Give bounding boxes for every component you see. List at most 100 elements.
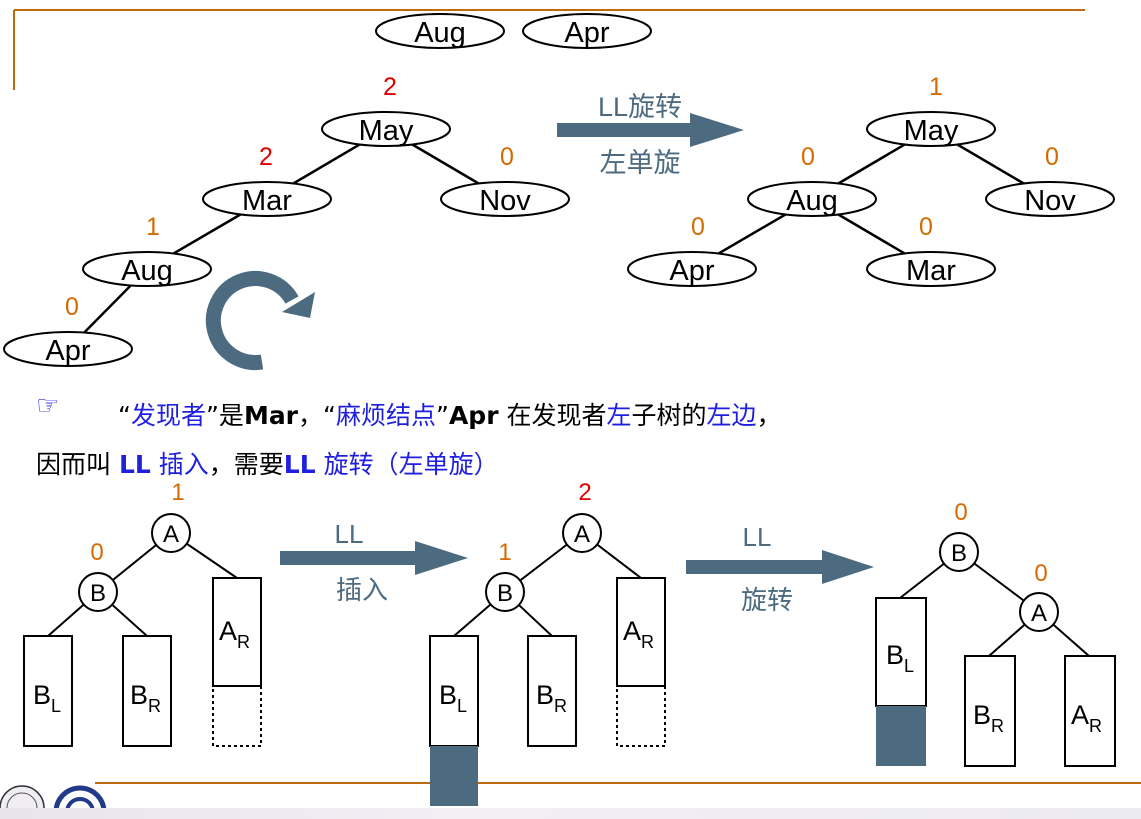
node-b-balance: 0 <box>90 539 103 566</box>
node-a <box>562 513 602 553</box>
balance-factor: 0 <box>65 293 79 321</box>
node-a <box>1019 592 1059 632</box>
inserted-level-block <box>430 746 478 806</box>
inserted-level-block <box>876 706 926 766</box>
tree-node-label: Aug <box>786 185 838 217</box>
node-b <box>78 572 118 612</box>
subtree-ar-label: AR <box>219 616 250 652</box>
tree-node-label: Nov <box>1024 185 1076 217</box>
finder-value: Mar <box>243 401 299 430</box>
top-key-aug-ellipse <box>375 13 505 49</box>
tree-node-label: Aug <box>121 255 173 287</box>
balance-factor: 2 <box>259 143 273 171</box>
tree-node-mar <box>866 251 996 287</box>
stage-before-insert <box>23 513 262 747</box>
node-a-balance: 1 <box>171 479 184 506</box>
general-ll-labels: A 1 B 0 BL BR AR LL 插入 A 2 B 1 BL BR AR … <box>33 479 1102 736</box>
node-b-label: B <box>90 580 106 607</box>
rotate-clockwise-icon <box>205 271 315 371</box>
node-b <box>939 532 979 572</box>
general-ll-case <box>23 513 1116 806</box>
subtree-br <box>527 635 577 747</box>
top-key-apr: Apr <box>564 17 609 49</box>
subtree-br <box>964 655 1016 767</box>
tree-node-label: Apr <box>45 335 90 367</box>
rotation-arrow: LL旋转 左单旋 <box>557 92 744 178</box>
tree-node-label: Apr <box>669 255 714 287</box>
top-key-apr-ellipse <box>522 13 652 49</box>
right-arrow-icon <box>280 541 468 575</box>
tree-node-apr <box>3 331 133 367</box>
tree-node-label: May <box>904 115 959 147</box>
stage-after-rotation <box>875 532 1116 767</box>
balance-factor: 0 <box>500 143 514 171</box>
node-a-label: A <box>574 521 590 548</box>
node-b-label: B <box>497 580 513 607</box>
balance-factor: 1 <box>929 73 943 101</box>
tree-node-label: Nov <box>479 185 531 217</box>
subtree-br <box>122 635 172 747</box>
balance-factor: 1 <box>146 213 160 241</box>
subtree-bl-label: BL <box>886 640 914 676</box>
subtree-ar-dotted-level <box>212 685 262 747</box>
explanation-line-1: “发现者”是Mar，“麻烦结点”Apr 在发现者左子树的左边， <box>118 401 782 430</box>
subtree-br-label: BR <box>536 680 567 716</box>
subtree-bl <box>23 635 73 747</box>
insert-arrow-label-2: 插入 <box>336 575 388 605</box>
right-arrow-icon <box>557 113 744 147</box>
tree-node-label: Mar <box>242 185 292 217</box>
subtree-ar-label: AR <box>1071 700 1102 736</box>
balance-factor: 0 <box>919 213 933 241</box>
tree-node-aug <box>82 251 212 287</box>
right-arrow-icon <box>686 550 874 584</box>
node-a-label: A <box>163 521 179 548</box>
subtree-bl <box>875 597 927 707</box>
tree-node-mar <box>202 181 332 217</box>
stage-after-insert <box>429 513 666 806</box>
rotation-arrow-label-1: LL旋转 <box>598 92 682 122</box>
tree-node-may <box>866 111 996 147</box>
subtree-br-label: BR <box>130 680 161 716</box>
node-a-label: A <box>1031 600 1047 627</box>
tree-node-nov <box>985 181 1115 217</box>
tree-node-apr <box>627 251 757 287</box>
node-b-balance: 1 <box>498 539 511 566</box>
node-a <box>151 513 191 553</box>
subtree-ar-dotted-level <box>616 685 666 747</box>
subtree-bl <box>429 635 479 747</box>
pointing-hand-icon: ☞ <box>36 390 60 420</box>
balance-factor: 2 <box>383 73 397 101</box>
tree-node-label: Mar <box>906 255 956 287</box>
insert-arrow-label-1: LL <box>335 519 364 549</box>
explanation-line-2: 因而叫 LL 插入，需要LL 旋转（左单旋） <box>36 450 499 479</box>
footer-bar <box>0 808 1141 819</box>
subtree-ar-label: AR <box>623 616 654 652</box>
tree-node-nov <box>440 181 570 217</box>
subtree-br-label: BR <box>973 700 1004 736</box>
node-b <box>485 572 525 612</box>
rotate-arrow-label-1: LL <box>743 522 772 552</box>
subtree-ar <box>212 577 262 687</box>
subtree-bl-label: BL <box>33 680 61 716</box>
node-b-label: B <box>951 540 967 567</box>
tree-node-aug <box>747 181 877 217</box>
node-a-balance: 0 <box>1034 560 1047 587</box>
tree-node-label: May <box>359 115 414 147</box>
balance-factor: 0 <box>801 143 815 171</box>
rotation-arrow-label-2: 左单旋 <box>600 148 681 178</box>
top-key-aug: Aug <box>414 17 466 49</box>
balance-factor: 0 <box>1045 143 1059 171</box>
node-b-balance: 0 <box>954 499 967 526</box>
finder-term: 发现者 <box>130 401 206 430</box>
top-inserted-keys: Aug Apr <box>375 13 652 49</box>
trouble-node-value: Apr <box>448 401 499 430</box>
tree-node-may <box>321 111 451 147</box>
subtree-ar <box>616 577 666 687</box>
slide-frame <box>13 9 1141 784</box>
node-a-balance: 2 <box>578 479 591 506</box>
subtree-bl-label: BL <box>439 680 467 716</box>
subtree-ar <box>1064 655 1116 767</box>
balance-factor: 0 <box>691 213 705 241</box>
